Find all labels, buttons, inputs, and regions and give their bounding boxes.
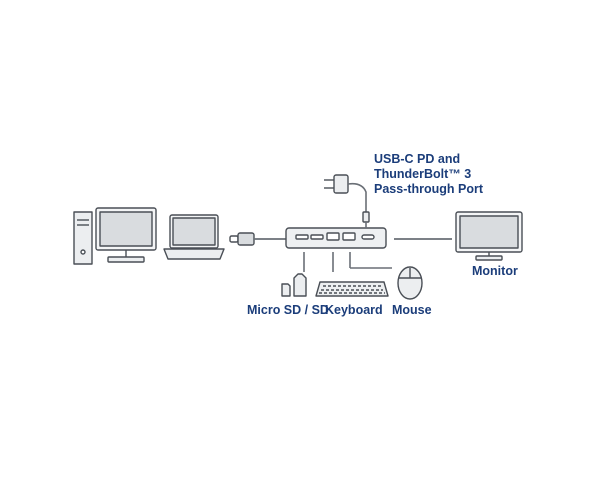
power-adapter-icon	[324, 174, 370, 228]
mouse-icon	[397, 266, 423, 300]
sd-card-icon	[281, 273, 307, 297]
laptop-icon	[163, 214, 225, 260]
desktop-tower-icon	[73, 211, 93, 265]
monitor-icon	[455, 211, 523, 261]
monitor-label: Monitor	[472, 264, 518, 278]
sd-label: Micro SD / SD	[247, 303, 329, 317]
keyboard-icon	[315, 281, 389, 297]
port-label-line-3: Pass-through Port	[374, 182, 484, 196]
docking-hub-icon	[285, 227, 387, 249]
usb-c-plug-icon	[229, 232, 286, 246]
port-label-line-1: USB-C PD and	[374, 152, 461, 166]
pass-through-port-label: USB-C PD and ThunderBolt™ 3 Pass-through…	[374, 152, 504, 197]
mouse-label: Mouse	[392, 303, 432, 317]
keyboard-label: Keyboard	[325, 303, 383, 317]
port-label-line-2: ThunderBolt™ 3	[374, 167, 472, 181]
desktop-monitor-icon	[95, 207, 157, 263]
